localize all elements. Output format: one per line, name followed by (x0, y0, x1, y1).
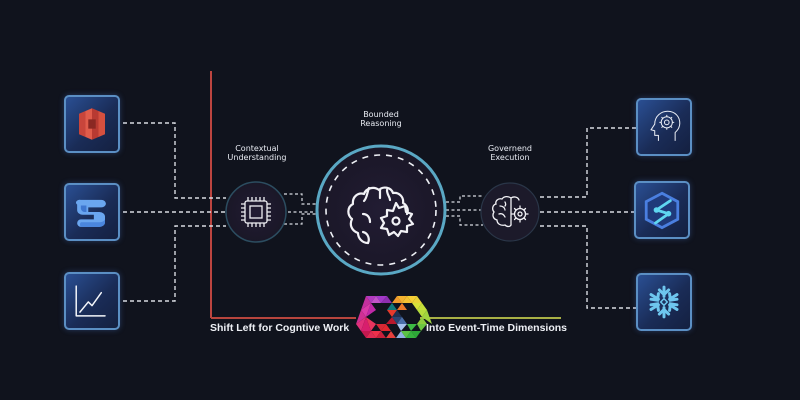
scope-frame (210, 70, 562, 319)
governed-execution-node[interactable] (480, 182, 540, 242)
brain-cog-icon (492, 195, 529, 228)
bounded-reasoning-node[interactable] (315, 144, 447, 276)
source-tile-database-s[interactable] (64, 183, 120, 241)
target-tile-head-gear[interactable] (636, 98, 692, 156)
database-s-icon (76, 199, 106, 227)
brain-gear-icon (347, 186, 415, 245)
source-tile-aws-s3[interactable] (64, 95, 120, 153)
chip-to-reasoning-connectors (284, 193, 316, 225)
target-tile-hexagon-s[interactable] (634, 181, 690, 239)
contextual-label: Contextual Understanding (227, 144, 287, 162)
aws-s3-icon (79, 108, 105, 140)
connector-snowflake (540, 225, 636, 309)
contextual-node[interactable] (225, 181, 287, 243)
left-connectors (123, 122, 226, 302)
infinity-triangle-logo (356, 296, 432, 338)
caption-right: Into Event-Time Dimensions (426, 322, 567, 334)
snowflake-icon (649, 285, 679, 319)
target-tile-snowflake[interactable] (636, 273, 692, 331)
head-gear-icon (650, 110, 681, 141)
chip-icon (241, 197, 271, 227)
hexagon-s-icon (644, 191, 680, 230)
connector-head-gear (540, 127, 636, 198)
right-connectors (540, 127, 636, 309)
bounded-reasoning-label: Bounded Reasoning (360, 110, 402, 128)
reasoning-to-execution-connectors (446, 195, 483, 226)
governed-execution-label: Governend Execution (487, 144, 533, 162)
line-chart-icon (75, 285, 106, 317)
caption-left: Shift Left for Cogntive Work (210, 322, 350, 334)
source-tile-line-chart[interactable] (64, 272, 120, 330)
